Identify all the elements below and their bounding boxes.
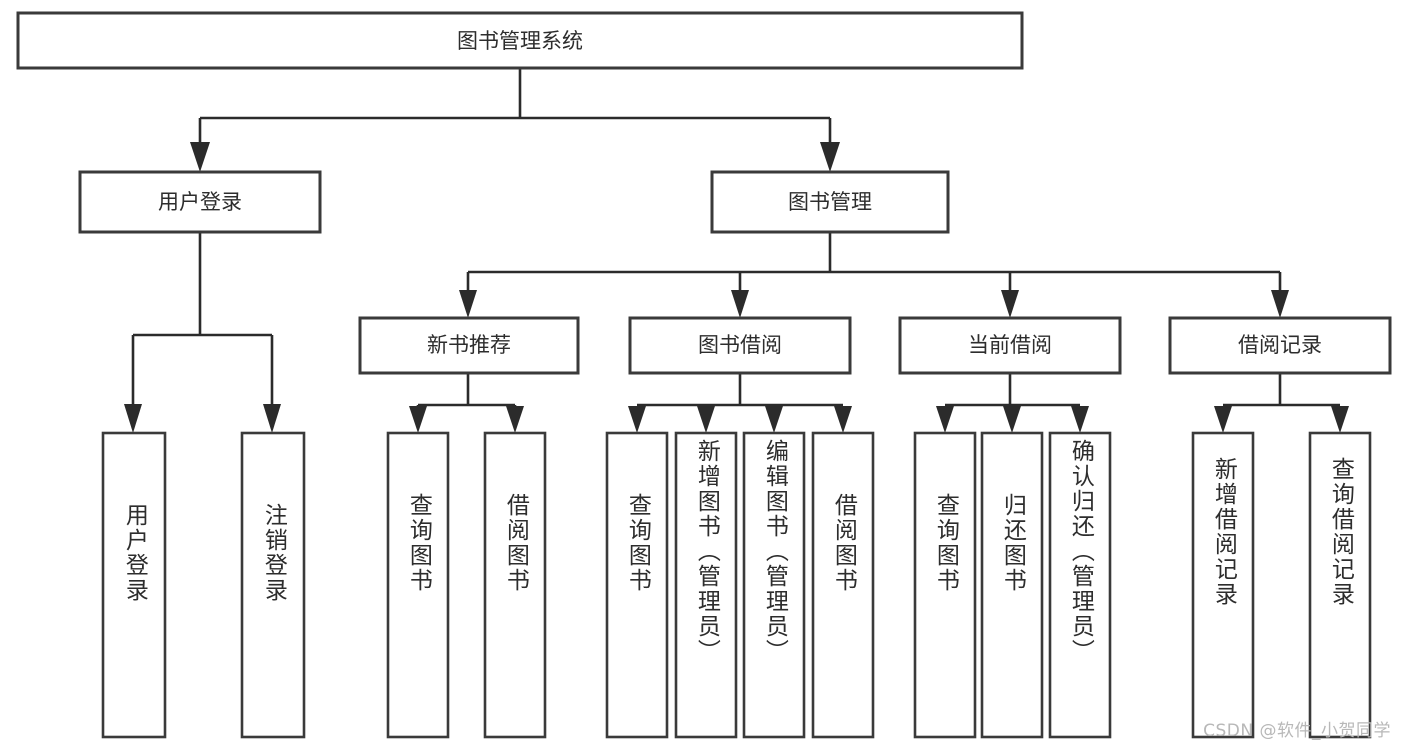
- leaf-box-current-borrow-1[interactable]: [980, 431, 1044, 739]
- leaf-box-borrow-record-1[interactable]: [1308, 431, 1372, 739]
- arrowhead-currentborrow-leaf-1: [1003, 406, 1021, 433]
- node-book-management[interactable]: 图书管理: [710, 170, 950, 234]
- connector-group-book-management: [459, 232, 1289, 318]
- arrowhead-bookborrow-leaf-3: [834, 406, 852, 433]
- arrowhead-root-to-login: [190, 142, 210, 172]
- node-current-borrow[interactable]: 当前借阅: [898, 316, 1122, 375]
- node-new-book-recommend-label: 新书推荐: [427, 333, 511, 357]
- arrowhead-bookmgmt-l3-0: [459, 290, 477, 318]
- arrowhead-borrowrecord-leaf-1: [1331, 406, 1349, 433]
- csdn-watermark: CSDN @软件_小贺同学: [1203, 721, 1391, 741]
- leaf-box-borrow-record-0[interactable]: [1191, 431, 1255, 739]
- node-root-label: 图书管理系统: [457, 29, 583, 53]
- node-book-borrow-box[interactable]: [628, 316, 852, 375]
- arrowhead-bookborrow-leaf-0: [628, 406, 646, 433]
- node-book-management-label: 图书管理: [788, 190, 872, 214]
- arrowhead-bookmgmt-l3-3: [1271, 290, 1289, 318]
- node-user-login-box[interactable]: [78, 170, 322, 234]
- node-current-borrow-label: 当前借阅: [968, 333, 1052, 357]
- arrowhead-currentborrow-leaf-2: [1071, 406, 1089, 433]
- leaf-box-user-login-1[interactable]: [240, 431, 306, 739]
- leaf-box-book-borrow-0[interactable]: [605, 431, 669, 739]
- node-user-login[interactable]: 用户登录: [78, 170, 322, 234]
- connector-group-borrow-record: [1214, 373, 1349, 433]
- arrowhead-bookmgmt-l3-2: [1001, 290, 1019, 318]
- node-current-borrow-box[interactable]: [898, 316, 1122, 375]
- arrowhead-bookmgmt-l3-1: [731, 290, 749, 318]
- node-borrow-record[interactable]: 借阅记录: [1168, 316, 1392, 375]
- leaf-box-book-borrow-2[interactable]: [742, 431, 806, 739]
- leaf-box-new-book-recommend-0[interactable]: [386, 431, 450, 739]
- leaf-box-current-borrow-0[interactable]: [913, 431, 977, 739]
- leaf-box-current-borrow-2[interactable]: [1048, 431, 1112, 739]
- arrowhead-bookborrow-leaf-2: [765, 406, 783, 433]
- arrowhead-root-to-bookmgmt: [820, 142, 840, 172]
- leaf-box-user-login-0[interactable]: [101, 431, 167, 739]
- arrowhead-currentborrow-leaf-0: [936, 406, 954, 433]
- node-book-borrow-label: 图书借阅: [698, 333, 782, 357]
- arrowhead-login-leaf-1: [263, 404, 281, 433]
- arrowhead-newbook-leaf-1: [506, 406, 524, 433]
- node-root[interactable]: 图书管理系统: [16, 11, 1024, 70]
- node-borrow-record-label: 借阅记录: [1238, 333, 1322, 357]
- arrowhead-bookborrow-leaf-1: [697, 406, 715, 433]
- leaf-box-new-book-recommend-1[interactable]: [483, 431, 547, 739]
- connector-group-book-borrow: [628, 373, 852, 433]
- arrowhead-login-leaf-0: [124, 404, 142, 433]
- node-book-borrow[interactable]: 图书借阅: [628, 316, 852, 375]
- connector-group-user-login: [124, 232, 281, 433]
- node-new-book-recommend[interactable]: 新书推荐: [358, 316, 580, 375]
- node-root-box[interactable]: [16, 11, 1024, 70]
- node-book-management-box[interactable]: [710, 170, 950, 234]
- arrowhead-newbook-leaf-0: [409, 406, 427, 433]
- leaf-box-book-borrow-3[interactable]: [811, 431, 875, 739]
- node-user-login-label: 用户登录: [158, 190, 242, 214]
- connector-group-current-borrow: [936, 373, 1089, 433]
- arrowhead-borrowrecord-leaf-0: [1214, 406, 1232, 433]
- node-new-book-recommend-box[interactable]: [358, 316, 580, 375]
- leaf-box-book-borrow-1[interactable]: [674, 431, 738, 739]
- connector-group-new-book-recommend: [409, 373, 524, 433]
- connector-group-root: [190, 68, 840, 172]
- node-borrow-record-box[interactable]: [1168, 316, 1392, 375]
